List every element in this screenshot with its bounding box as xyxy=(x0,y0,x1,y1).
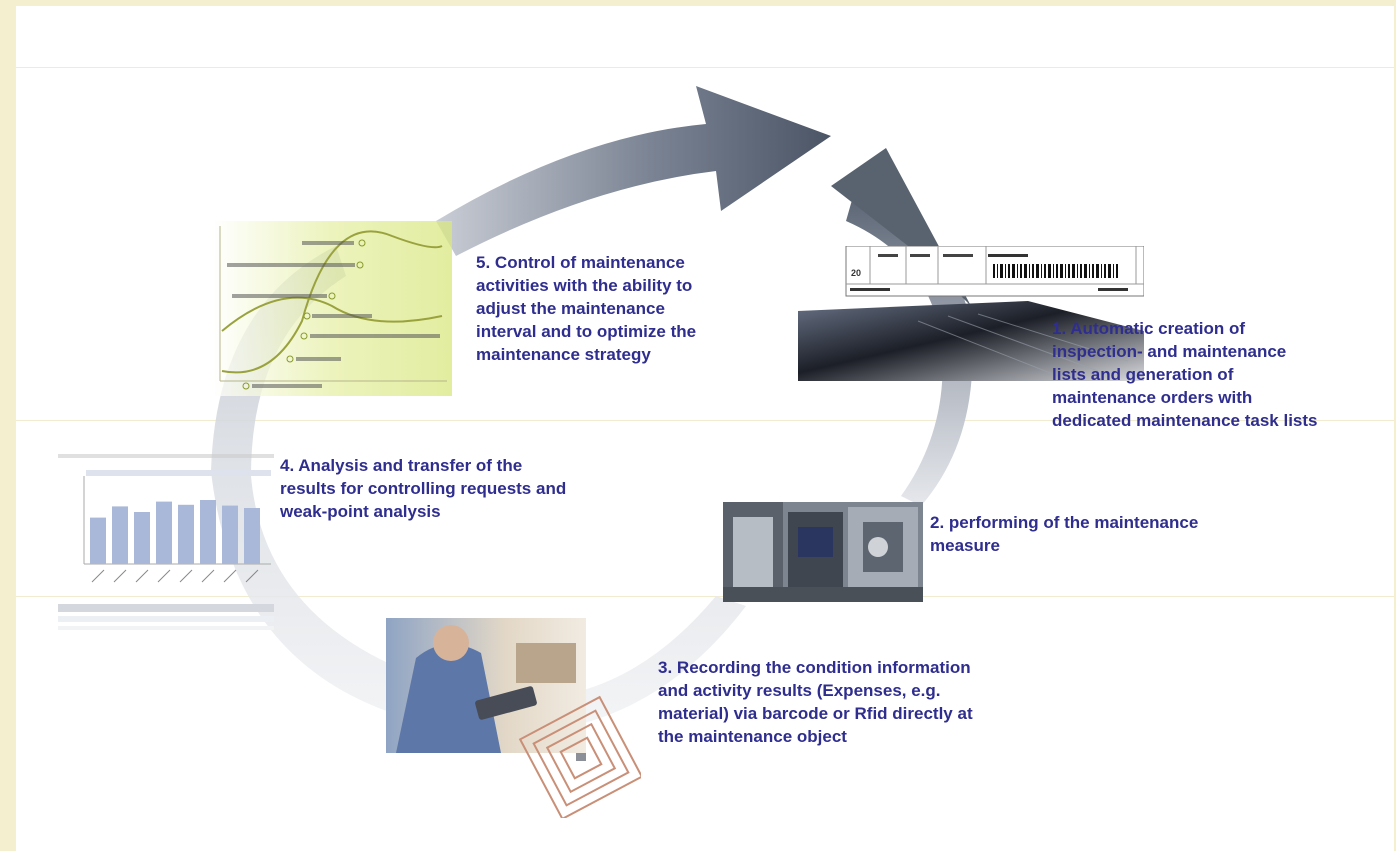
chart-bar xyxy=(156,501,172,564)
step-1-number: 1. xyxy=(1052,319,1067,338)
diagram-canvas: 20 xyxy=(16,6,1394,851)
barcode-form-image: 20 xyxy=(798,246,1144,381)
divider-line xyxy=(16,420,1394,421)
chart-tick-label xyxy=(91,569,105,583)
step-3-description: Recording the condition information and … xyxy=(658,658,973,746)
chart-bar xyxy=(244,508,260,564)
chart-tick-label xyxy=(135,569,149,583)
step-1-text: 1. Automatic creation of inspection- and… xyxy=(1052,317,1392,432)
step-2-text: 2. performing of the maintenance measure xyxy=(930,511,1290,557)
chart-tick-label xyxy=(223,569,237,583)
chart-tick-label xyxy=(157,569,171,583)
step-5-number: 5. xyxy=(476,253,491,272)
form-count-label: 20 xyxy=(851,268,862,278)
step-3-number: 3. xyxy=(658,658,673,677)
step-3-text: 3. Recording the condition information a… xyxy=(658,656,1058,748)
step-2-description: performing of the maintenance measure xyxy=(930,513,1199,555)
chart-bar xyxy=(112,506,128,564)
step-1-description: Automatic creation of inspection- and ma… xyxy=(1052,319,1318,430)
chart-bar xyxy=(134,512,150,564)
machine-photo-image xyxy=(723,502,923,602)
divider-line xyxy=(16,596,1394,597)
step-2-number: 2. xyxy=(930,513,945,532)
bar-chart-image xyxy=(56,446,276,641)
step-5-text: 5. Control of maintenance activities wit… xyxy=(476,251,776,366)
step-4-number: 4. xyxy=(280,456,295,475)
lifecycle-curve-image xyxy=(212,221,452,396)
chart-bar xyxy=(222,505,238,564)
chart-tick-label xyxy=(245,569,259,583)
step-4-description: Analysis and transfer of the results for… xyxy=(280,456,567,521)
step-5-description: Control of maintenance activities with t… xyxy=(476,253,697,364)
divider-line xyxy=(16,67,1394,68)
chart-bar xyxy=(200,500,216,564)
worker-rfid-photo-image xyxy=(386,618,641,818)
step-4-text: 4. Analysis and transfer of the results … xyxy=(280,454,640,523)
chart-tick-label xyxy=(179,569,193,583)
chart-tick-label xyxy=(113,569,127,583)
chart-bar xyxy=(178,504,194,564)
chart-bar xyxy=(90,517,106,564)
chart-tick-label xyxy=(201,569,215,583)
